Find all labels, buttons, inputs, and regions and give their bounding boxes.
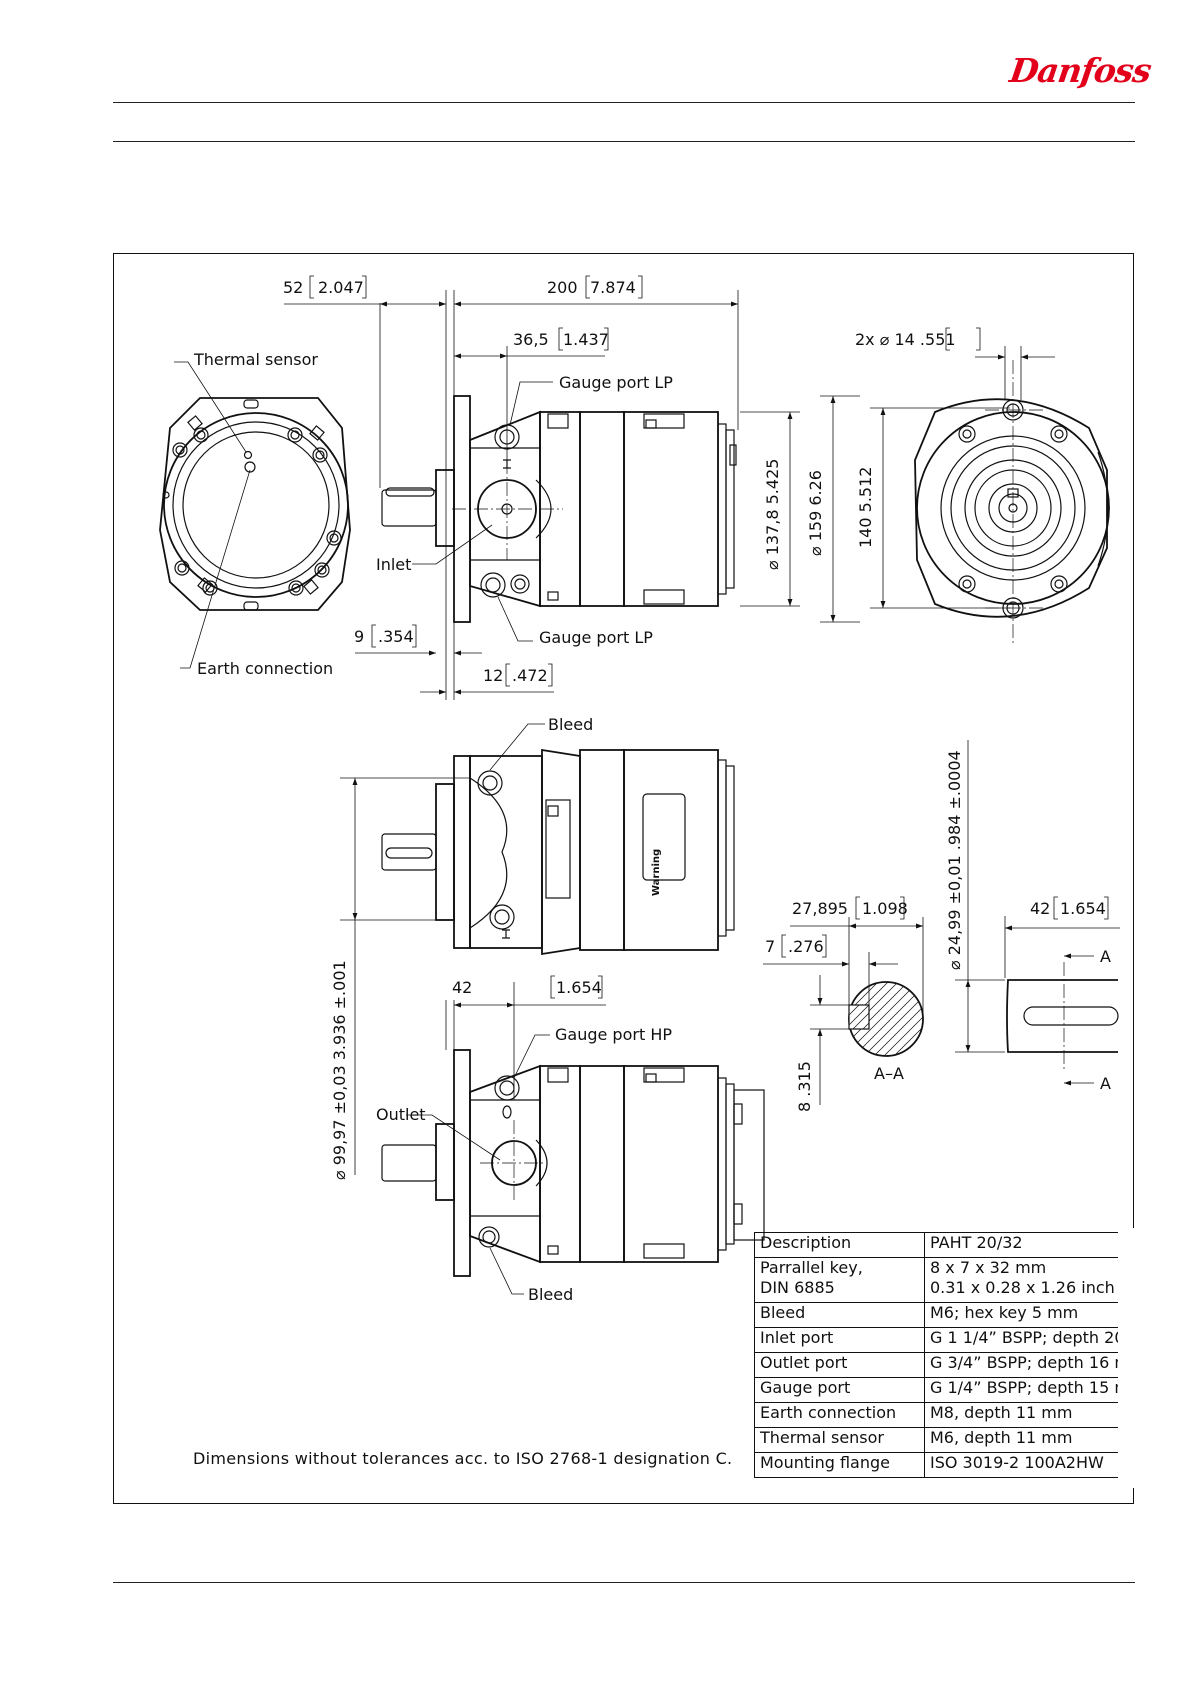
- dim-42-top-inch: 1.654: [556, 978, 602, 997]
- label-section-a-a: A–A: [874, 1064, 904, 1083]
- table-cell-label: Gauge port: [754, 1377, 925, 1403]
- table-cell-label: Mounting flange: [754, 1452, 925, 1478]
- table-row: Description PAHT 20/32: [754, 1232, 1126, 1258]
- dim-42-shaft-mm: 42: [1030, 899, 1050, 918]
- dim-27-895-mm: 27,895: [792, 899, 848, 918]
- table-cell-value-line1: 8 x 7 x 32 mm: [930, 1258, 1047, 1278]
- table-row: Inlet port G 1 1/4” BSPP; depth 20: [754, 1327, 1126, 1353]
- table-cell-value: M6; hex key 5 mm: [924, 1302, 1126, 1328]
- dim-200-mm: 200: [547, 278, 578, 297]
- label-inlet: Inlet: [376, 555, 411, 574]
- bracket-27-895: [855, 896, 905, 920]
- label-gauge-port-lp-top: Gauge port LP: [559, 373, 673, 392]
- label-outlet: Outlet: [376, 1105, 426, 1124]
- side-view-top: [381, 381, 737, 642]
- dimension-lines-top: [284, 290, 1010, 700]
- label-earth-connection: Earth connection: [197, 659, 333, 678]
- dim-137-8: ⌀ 137,8 5.425: [763, 459, 782, 570]
- table-row: Earth connection M8, depth 11 mm: [754, 1402, 1126, 1428]
- table-cell-label-line1: Parrallel key,: [760, 1258, 863, 1277]
- footer-rule: [113, 1582, 1135, 1583]
- dim-7-mm: 7: [765, 937, 775, 956]
- table-row: Parrallel key, DIN 6885 8 x 7 x 32 mm 0.…: [754, 1257, 1126, 1303]
- table-clip-mask: [1118, 1228, 1134, 1488]
- label-gauge-port-lp-bottom: Gauge port LP: [539, 628, 653, 647]
- dim-99-97: ⌀ 99,97 ±0,03 3.936 ±.001: [330, 960, 349, 1180]
- bracket-52: [309, 275, 367, 299]
- bracket-7: [781, 934, 827, 958]
- table-cell-value: M8, depth 11 mm: [924, 1402, 1126, 1428]
- header-rule-top: [113, 102, 1135, 103]
- table-cell-label: Inlet port: [754, 1327, 925, 1353]
- table-row: Gauge port G 1/4” BSPP; depth 15 m: [754, 1377, 1126, 1403]
- table-cell-value: G 1/4” BSPP; depth 15 m: [924, 1377, 1126, 1403]
- table-cell-value: PAHT 20/32: [924, 1232, 1126, 1258]
- bracket-36-5: [558, 327, 609, 351]
- dim-42-top-mm: 42: [452, 978, 472, 997]
- dim-7-inch: .276: [788, 937, 824, 956]
- table-cell-value: M6, depth 11 mm: [924, 1427, 1126, 1453]
- dim-52-mm: 52: [283, 278, 303, 297]
- table-cell-label: Bleed: [754, 1302, 925, 1328]
- label-bleed-bottom: Bleed: [528, 1285, 573, 1304]
- dim-24-99: ⌀ 24,99 ±0,01 .984 ±.0004: [945, 750, 964, 970]
- table-cell-label: Thermal sensor: [754, 1427, 925, 1453]
- table-row: Thermal sensor M6, depth 11 mm: [754, 1427, 1126, 1453]
- table-cell-value: ISO 3019-2 100A2HW: [924, 1452, 1126, 1478]
- table-cell-label: Earth connection: [754, 1402, 925, 1428]
- dim-9-inch: .354: [378, 627, 414, 646]
- dim-200-inch: 7.874: [590, 278, 636, 297]
- table-cell-label: Parrallel key, DIN 6885: [754, 1257, 925, 1303]
- bracket-200: [585, 275, 643, 299]
- section-marker-a-bottom: A: [1100, 1074, 1111, 1093]
- table-cell-value-line2: 0.31 x 0.28 x 1.26 inch: [930, 1278, 1115, 1297]
- warning-text: Warning: [651, 849, 662, 896]
- dimension-lines-middle: [340, 777, 470, 1175]
- table-cell-label: Outlet port: [754, 1352, 925, 1378]
- dim-140: 140 5.512: [856, 467, 875, 548]
- header-rule-bottom: [113, 141, 1135, 142]
- table-cell-value: 8 x 7 x 32 mm 0.31 x 0.28 x 1.26 inch: [924, 1257, 1126, 1303]
- bracket-42-top: [550, 975, 603, 999]
- dim-36-5-inch: 1.437: [563, 330, 609, 349]
- label-gauge-port-hp: Gauge port HP: [555, 1025, 672, 1044]
- end-view-right: [914, 346, 1110, 645]
- bracket-42-shaft: [1053, 896, 1109, 920]
- dim-8: 8 .315: [795, 1061, 814, 1112]
- table-cell-value: G 3/4” BSPP; depth 16 m: [924, 1352, 1126, 1378]
- dim-36-5-mm: 36,5: [513, 330, 549, 349]
- bracket-hole: [945, 327, 981, 351]
- dim-hole: 2x ⌀ 14 .551: [855, 330, 956, 349]
- drawing-frame: [113, 253, 1134, 1504]
- dim-12-inch: .472: [512, 666, 548, 685]
- table-row: Bleed M6; hex key 5 mm: [754, 1302, 1126, 1328]
- table-cell-label-line2: DIN 6885: [760, 1278, 835, 1297]
- table-cell-label: Description: [754, 1232, 925, 1258]
- dim-27-895-inch: 1.098: [862, 899, 908, 918]
- section-marker-a-top: A: [1100, 947, 1111, 966]
- side-view-bottom: [381, 982, 765, 1295]
- dim-42-shaft-inch: 1.654: [1060, 899, 1106, 918]
- table-row: Outlet port G 3/4” BSPP; depth 16 m: [754, 1352, 1126, 1378]
- side-view-middle: [381, 723, 735, 956]
- dim-159: ⌀ 159 6.26: [806, 470, 825, 556]
- bracket-12: [505, 663, 553, 687]
- spec-table: Description PAHT 20/32 Parrallel key, DI…: [754, 1232, 1126, 1478]
- dim-12-mm: 12: [483, 666, 503, 685]
- table-row: Mounting flange ISO 3019-2 100A2HW: [754, 1452, 1126, 1478]
- label-bleed-top: Bleed: [548, 715, 593, 734]
- table-cell-value: G 1 1/4” BSPP; depth 20: [924, 1327, 1126, 1353]
- shaft-detail: [955, 740, 1120, 1086]
- dim-52-inch: 2.047: [318, 278, 364, 297]
- label-thermal-sensor: Thermal sensor: [193, 350, 318, 369]
- end-view-left: [159, 361, 351, 669]
- dim-9-mm: 9: [354, 627, 364, 646]
- tolerance-note: Dimensions without tolerances acc. to IS…: [193, 1449, 733, 1468]
- bracket-9: [371, 624, 417, 648]
